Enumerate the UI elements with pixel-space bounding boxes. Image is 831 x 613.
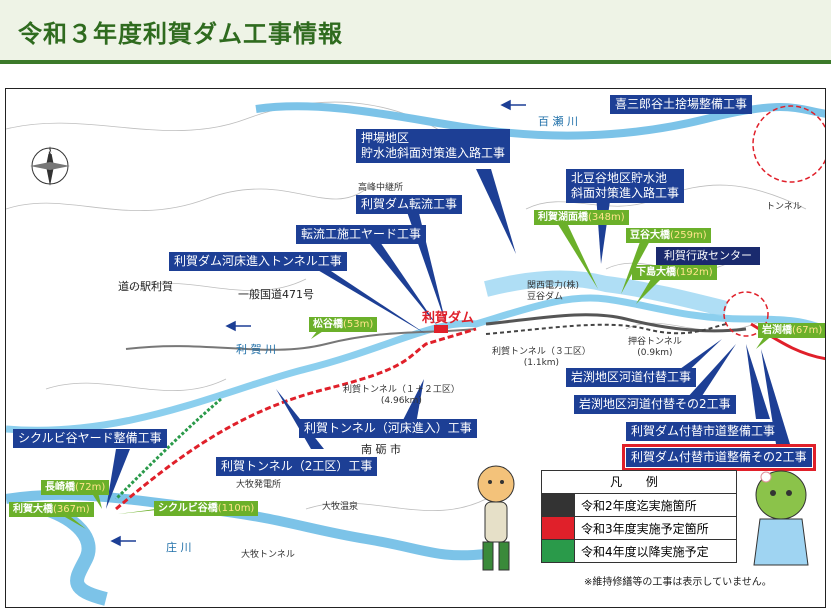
river-toga-label: 利 賀 川 <box>236 343 276 356</box>
river-sho-label: 庄 川 <box>166 541 192 554</box>
tunnel12-label: 利賀トンネル（１＋２工区） (4.96km) <box>343 385 460 406</box>
nanto-city-label: 南 砺 市 <box>361 443 401 456</box>
omaki-plant-label: 大牧発電所 <box>236 480 282 490</box>
bridge-label: 長崎橋(72m) <box>41 480 110 495</box>
omaki-onsen-label: 大牧温泉 <box>322 502 359 512</box>
bridge-length: (53m) <box>343 319 374 330</box>
bridge-name: 松谷橋 <box>313 319 343 330</box>
legend-swatch <box>542 517 575 539</box>
bridge-name: 長崎橋 <box>45 482 75 493</box>
bridge-length: (67m) <box>792 325 823 336</box>
label-tunnel2: 利賀トンネル（2工区）工事 <box>216 457 378 476</box>
legend-text: 令和3年度実施予定箇所 <box>581 521 709 536</box>
bridge-name: 豆谷大橋 <box>630 230 670 241</box>
omaki-tunnel-label: 大牧トンネル <box>241 550 295 560</box>
legend: 凡 例 令和2年度迄実施箇所 令和3年度実施予定箇所 令和4年度以降実施予定 <box>541 470 737 563</box>
bridge-name: シクルビ谷橋 <box>158 503 218 514</box>
bridge-length: (367m) <box>53 504 90 515</box>
label-kitatoya-text: 北豆谷地区貯水池 斜面対策進入路工事 <box>571 171 680 200</box>
legend-note: ※維持修繕等の工事は表示していません。 <box>584 577 772 588</box>
dam-label: 利賀ダム <box>422 311 475 326</box>
page-header: 令和３年度利賀ダム工事情報 <box>0 0 831 64</box>
label-gyosei-center: 利賀行政センター <box>656 247 760 265</box>
kansai-dam-label: 関西電力(株) 豆谷ダム <box>527 281 580 302</box>
legend-item: 令和2年度迄実施箇所 <box>542 494 736 517</box>
bridge-name: 下島大橋 <box>636 267 676 278</box>
label-road: 利賀ダム付替市道整備工事 <box>626 422 781 441</box>
bridge-name: 利賀大橋 <box>13 504 53 515</box>
label-riverbed-tunnel: 利賀トンネル（河床進入）工事 <box>299 419 477 438</box>
legend-item: 令和3年度実施予定箇所 <box>542 517 736 540</box>
label-kasho: 利賀ダム河床進入トンネル工事 <box>169 252 347 271</box>
toga-tunnel-label: トンネル <box>766 202 802 212</box>
bridge-label: シクルビ谷橋(110m) <box>154 501 259 516</box>
label-kitatoya: 北豆谷地区貯水池 斜面対策進入路工事 <box>566 169 685 203</box>
tunnel3-label: 利賀トンネル（３工区） (1.1km) <box>492 347 591 368</box>
label-tenryu: 利賀ダム転流工事 <box>356 195 463 214</box>
bridge-label: 豆谷大橋(259m) <box>626 228 711 243</box>
river-momose-label: 百 瀬 川 <box>538 115 578 128</box>
label-road2-highlighted: 利賀ダム付替市道整備その2工事 <box>622 444 816 471</box>
bridge-length: (259m) <box>670 230 707 241</box>
bridge-label: 利賀湖面橋(348m) <box>534 210 629 225</box>
legend-text: 令和2年度迄実施箇所 <box>581 498 697 513</box>
bridge-name: 岩渕橋 <box>762 325 792 336</box>
page-title: 令和３年度利賀ダム工事情報 <box>18 20 343 48</box>
label-kisaburo: 喜三郎谷土捨場整備工事 <box>610 95 753 114</box>
svg-text:N: N <box>47 148 52 156</box>
bridge-label: 松谷橋(53m) <box>309 317 378 332</box>
label-shikurubi-yard: シクルビ谷ヤード整備工事 <box>13 429 167 448</box>
label-iwabuchi2: 岩渕地区河道付替その2工事 <box>574 395 736 414</box>
takamine-label: 高峰中継所 <box>358 183 404 193</box>
bridge-length: (192m) <box>676 267 713 278</box>
bridge-length: (110m) <box>217 503 255 514</box>
legend-swatch <box>542 494 575 516</box>
label-yard: 転流工施工ヤード工事 <box>296 225 427 244</box>
label-oshiba: 押場地区 貯水池斜面対策進入路工事 <box>356 129 511 163</box>
legend-swatch <box>542 540 575 562</box>
michi-no-eki-label: 道の駅利賀 <box>118 280 173 293</box>
oshiba-tunnel-label: 押谷トンネル (0.9km) <box>628 337 682 358</box>
bridge-label: 利賀大橋(367m) <box>9 502 94 517</box>
bridge-label: 岩渕橋(67m) <box>758 323 825 338</box>
label-iwabuchi: 岩渕地区河道付替工事 <box>566 368 697 387</box>
legend-title: 凡 例 <box>542 471 736 494</box>
label-oshiba-text: 押場地区 貯水池斜面対策進入路工事 <box>361 131 506 160</box>
legend-text: 令和4年度以降実施予定 <box>581 544 709 559</box>
route-label: 一般国道471号 <box>238 288 314 301</box>
legend-item: 令和4年度以降実施予定 <box>542 540 736 562</box>
bridge-name: 利賀湖面橋 <box>538 212 588 223</box>
bridge-label: 下島大橋(192m) <box>632 265 717 280</box>
bridge-length: (348m) <box>588 212 625 223</box>
construction-map: N 喜三郎谷土捨場整備工事 押場地区 貯水池斜面対策進入路工事 北豆谷地区貯水池… <box>5 88 826 608</box>
bridge-length: (72m) <box>75 482 106 493</box>
